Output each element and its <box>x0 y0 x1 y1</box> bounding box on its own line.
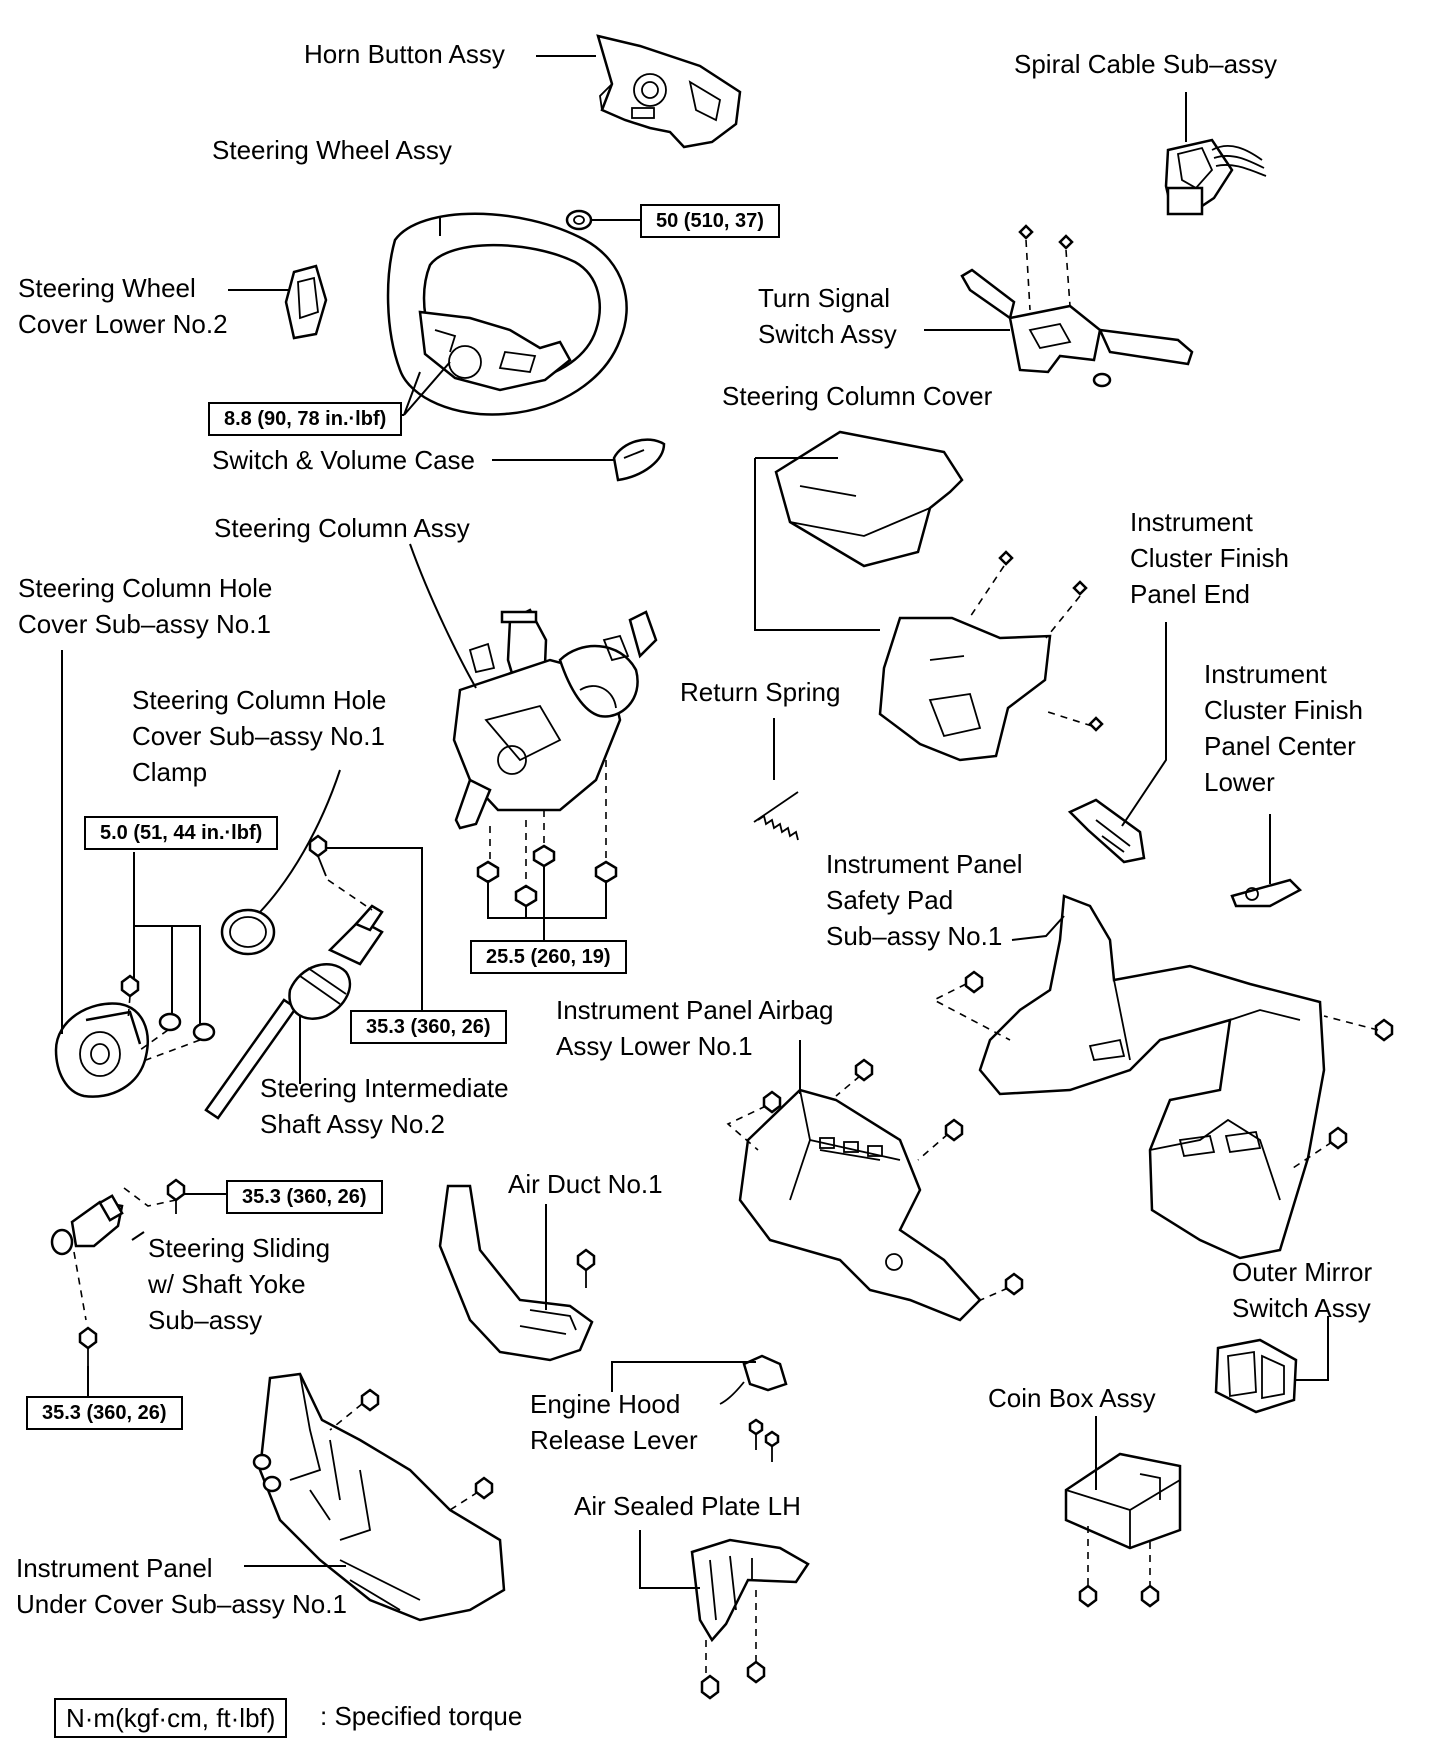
column-hole-cover-label-line2: Cover Sub–assy No.1 <box>18 609 271 639</box>
yoke-bolts-drawing <box>78 1178 226 1396</box>
steering-wheel-label: Steering Wheel Assy <box>212 135 452 165</box>
torque-yoke-bolt-upper: 35.3 (360, 26) <box>226 1180 383 1214</box>
engine-hood-lever-drawing <box>611 1354 788 1462</box>
engine-hood-label-line2: Release Lever <box>530 1425 698 1455</box>
hole-cover-fasteners-drawing <box>120 852 216 1061</box>
coin-box-drawing <box>1064 1416 1182 1608</box>
torque-hole-cover-nuts: 5.0 (51, 44 in.·lbf) <box>84 816 279 850</box>
intermediate-shaft-label-line1: Steering Intermediate <box>260 1073 509 1103</box>
cluster-finish-end-label-line1: Instrument <box>1130 507 1253 537</box>
torque-horn-nut: 50 (510, 37) <box>640 204 780 238</box>
steering-column-drawing <box>452 608 658 830</box>
intermediate-shaft-drawing <box>204 904 384 1120</box>
column-cover-upper-drawing <box>774 430 964 568</box>
turn-signal-label-line1: Turn Signal <box>758 283 890 313</box>
horn-button-drawing <box>596 34 742 149</box>
cluster-finish-center-label-line1: Instrument <box>1204 659 1327 689</box>
column-hole-cover-label-line1: Steering Column Hole <box>18 573 273 603</box>
outer-mirror-drawing <box>1214 1338 1298 1414</box>
cluster-finish-center-label-line4: Lower <box>1204 767 1275 797</box>
safety-pad-label-line1: Instrument Panel <box>826 849 1023 879</box>
return-spring-label: Return Spring <box>680 677 841 707</box>
safety-pad-label-line2: Safety Pad <box>826 885 954 915</box>
engine-hood-label-line1: Engine Hood <box>530 1389 681 1419</box>
cluster-finish-end-label-line3: Panel End <box>1130 579 1250 609</box>
air-duct-label: Air Duct No.1 <box>508 1169 663 1199</box>
air-sealed-plate-label: Air Sealed Plate LH <box>574 1491 801 1521</box>
intermediate-shaft-label-line2: Shaft Assy No.2 <box>260 1109 445 1139</box>
horn-button-label: Horn Button Assy <box>304 39 505 69</box>
switch-volume-case-label: Switch & Volume Case <box>212 445 476 475</box>
cluster-finish-end-drawing <box>1067 798 1146 864</box>
legend-description: : Specified torque <box>320 1701 523 1731</box>
safety-pad-drawing <box>932 894 1394 1260</box>
spiral-cable-drawing <box>1164 92 1267 216</box>
column-hole-clamp-label-line3: Clamp <box>132 757 208 787</box>
spiral-cable-label: Spiral Cable Sub–assy <box>1014 49 1278 79</box>
safety-pad-label-line3: Sub–assy No.1 <box>826 921 1003 951</box>
outer-mirror-label-line2: Switch Assy <box>1232 1293 1371 1323</box>
torque-column-nuts: 25.5 (260, 19) <box>470 940 627 974</box>
steering-wheel-drawing <box>386 212 628 416</box>
coin-box-label: Coin Box Assy <box>988 1383 1156 1413</box>
horn-nut-drawing <box>565 209 593 231</box>
cluster-finish-center-drawing <box>1230 878 1303 908</box>
airbag-lower-drawing <box>726 1040 1024 1322</box>
wheel-cover-lower-label-line2: Cover Lower No.2 <box>18 309 228 339</box>
sliding-yoke-label-line2: w/ Shaft Yoke <box>148 1269 306 1299</box>
torque-wheel-screws: 8.8 (90, 78 in.·lbf) <box>208 402 403 436</box>
torque-yoke-bolt-lower: 35.3 (360, 26) <box>26 1396 183 1430</box>
cluster-finish-center-label-line2: Cluster Finish <box>1204 695 1363 725</box>
sliding-yoke-label-line1: Steering Sliding <box>148 1233 331 1263</box>
wheel-cover-lower-drawing <box>284 264 328 340</box>
air-duct-drawing <box>438 1184 596 1362</box>
column-nuts-drawing <box>476 760 618 940</box>
sliding-yoke-drawing <box>50 1187 177 1321</box>
column-cover-lower-drawing <box>878 550 1104 762</box>
airbag-lower-label-line2: Assy Lower No.1 <box>556 1031 753 1061</box>
column-hole-clamp-drawing <box>220 908 276 956</box>
under-cover-drawing <box>244 1372 506 1622</box>
under-cover-label-line1: Instrument Panel <box>16 1553 213 1583</box>
sliding-yoke-label-line3: Sub–assy <box>148 1305 263 1335</box>
column-hole-cover-drawing <box>54 1002 149 1098</box>
cluster-finish-center-label-line3: Panel Center <box>1204 731 1356 761</box>
under-cover-label-line2: Under Cover Sub–assy No.1 <box>16 1589 347 1619</box>
legend-unit-box: N·m(kgf·cm, ft·lbf) <box>54 1698 288 1738</box>
torque-shaft-bolt: 35.3 (360, 26) <box>350 1010 507 1044</box>
wheel-cover-lower-label-line1: Steering Wheel <box>18 273 196 303</box>
return-spring-drawing <box>753 718 799 841</box>
steering-column-cover-label: Steering Column Cover <box>722 381 993 411</box>
column-hole-clamp-label-line2: Cover Sub–assy No.1 <box>132 721 385 751</box>
switch-volume-case-drawing <box>612 438 666 482</box>
turn-signal-label-line2: Switch Assy <box>758 319 897 349</box>
cluster-finish-end-label-line2: Cluster Finish <box>1130 543 1289 573</box>
steering-column-assy-label: Steering Column Assy <box>214 513 470 543</box>
airbag-lower-label-line1: Instrument Panel Airbag <box>556 995 834 1025</box>
shaft-bolt-drawing <box>308 834 423 1014</box>
air-sealed-plate-drawing <box>639 1530 810 1700</box>
column-hole-clamp-label-line1: Steering Column Hole <box>132 685 387 715</box>
turn-signal-drawing <box>960 224 1194 388</box>
outer-mirror-label-line1: Outer Mirror <box>1232 1257 1373 1287</box>
